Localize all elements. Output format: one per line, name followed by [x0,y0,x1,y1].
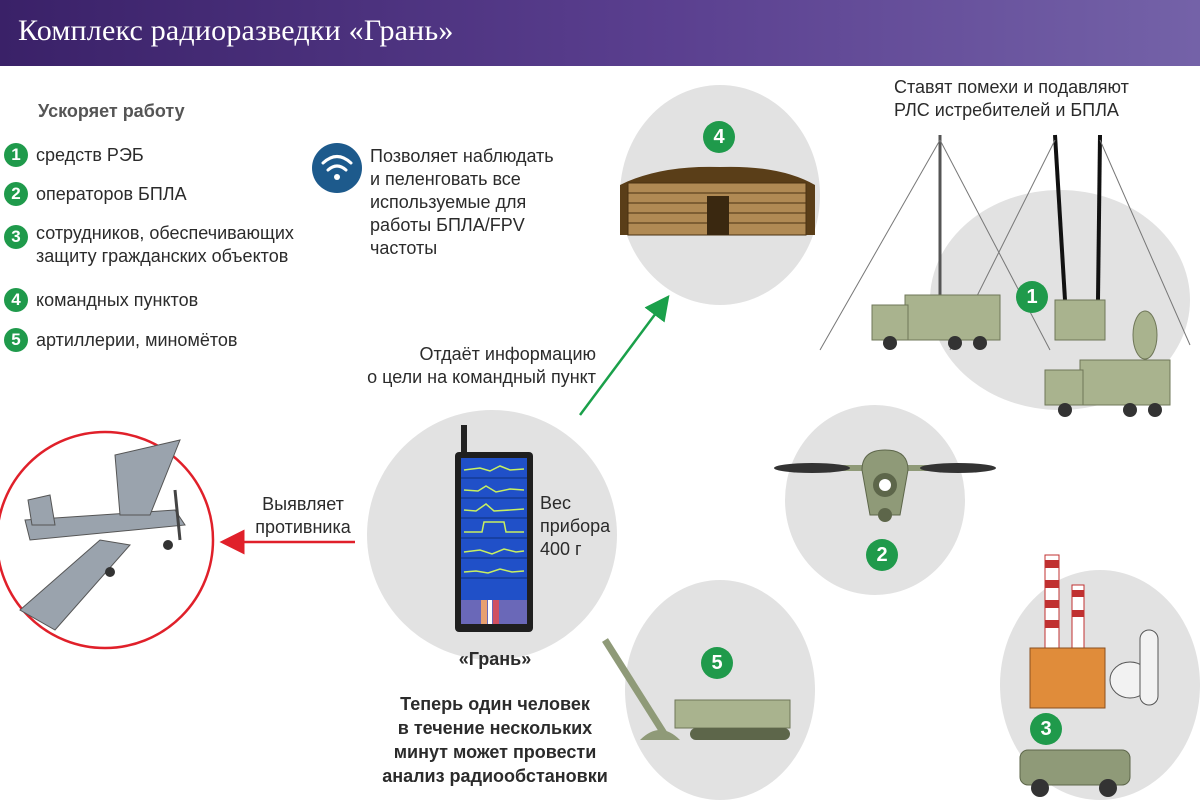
badge-ew: 1 [1016,281,1048,313]
list-item-civil-protection: 3 сотрудников, обеспечивающих защиту гра… [4,222,294,270]
info-arrow [578,294,670,416]
list-item-label: операторов БПЛА [36,183,187,204]
bottom-line: минут может провести [393,742,597,762]
detect-text: Выявляет противника [248,493,358,539]
info-arrow-line: о цели на командный пункт [367,367,596,387]
monitor-note-line: частоты [370,238,438,258]
badge-1: 1 [4,143,28,167]
badge-civil: 3 [1030,713,1062,745]
info-arrow-text: Отдаёт информацию о цели на командный пу… [340,343,596,389]
detect-line: Выявляет [262,494,344,514]
artillery-circle [625,580,815,800]
ew-vehicles-illustration [819,134,1191,417]
wifi-signal-icon [312,143,362,193]
info-arrow-line: Отдаёт информацию [419,344,597,364]
monitor-note-line: Позволяет наблюдать [370,146,554,166]
bunker-illustration [620,166,815,236]
device-label: «Грань» [458,649,532,669]
speeds-up-heading: Ускоряет работу [38,101,185,121]
monitor-note-line: работы БПЛА/FPV [370,215,525,235]
list-item-uav-operators: 2 операторов БПЛА [4,179,187,209]
list-item-label: средств РЭБ [36,144,144,165]
list-item-label-line2: защиту гражданских объектов [36,246,289,266]
enemy-circle [0,430,215,650]
weight-line: Вес [540,493,572,513]
header-banner: Комплекс радиоразведки «Грань» [0,0,1200,66]
civil-objects-illustration [1019,554,1159,797]
device-illustration [455,425,533,632]
bottom-line: Теперь один человек [400,694,590,714]
jam-line: РЛС истребителей и БПЛА [894,100,1119,120]
page-title: Комплекс радиоразведки «Грань» [18,14,454,47]
artillery-illustration [602,638,791,740]
badge-4: 4 [4,288,28,312]
list-item-command-posts: 4 командных пунктов [4,285,198,315]
weight-line: 400 г [540,539,582,559]
bottom-line: анализ радиообстановки [382,766,608,786]
detect-line: противника [255,517,351,537]
monitor-note-line: и пеленговать все [370,169,521,189]
list-item-artillery: 5 артиллерии, миномётов [4,325,237,355]
monitor-note-line: используемые для [370,192,527,212]
badge-drone: 2 [866,539,898,571]
jam-text: Ставят помехи и подавляют РЛС истребител… [894,76,1129,122]
list-item-label: командных пунктов [36,289,199,310]
list-item-label: артиллерии, миномётов [36,329,238,350]
weight-line: прибора [540,516,611,536]
monitor-note: Позволяет наблюдать и пеленговать все ис… [370,145,554,260]
badge-3: 3 [4,225,28,249]
list-item-ew: 1 средств РЭБ [4,140,144,170]
badge-5: 5 [4,328,28,352]
list-item-label-line1: сотрудников, обеспечивающих [36,223,294,243]
bottom-summary: Теперь один человек в течение нескольких… [360,692,630,788]
badge-command-post: 4 [703,121,735,153]
plane-illustration [19,439,186,631]
badge-2: 2 [4,182,28,206]
bottom-line: в течение нескольких [397,718,593,738]
weight-text: Вес прибора 400 г [540,492,610,561]
drone-illustration [774,449,996,522]
badge-artillery: 5 [701,647,733,679]
jam-line: Ставят помехи и подавляют [894,77,1129,97]
